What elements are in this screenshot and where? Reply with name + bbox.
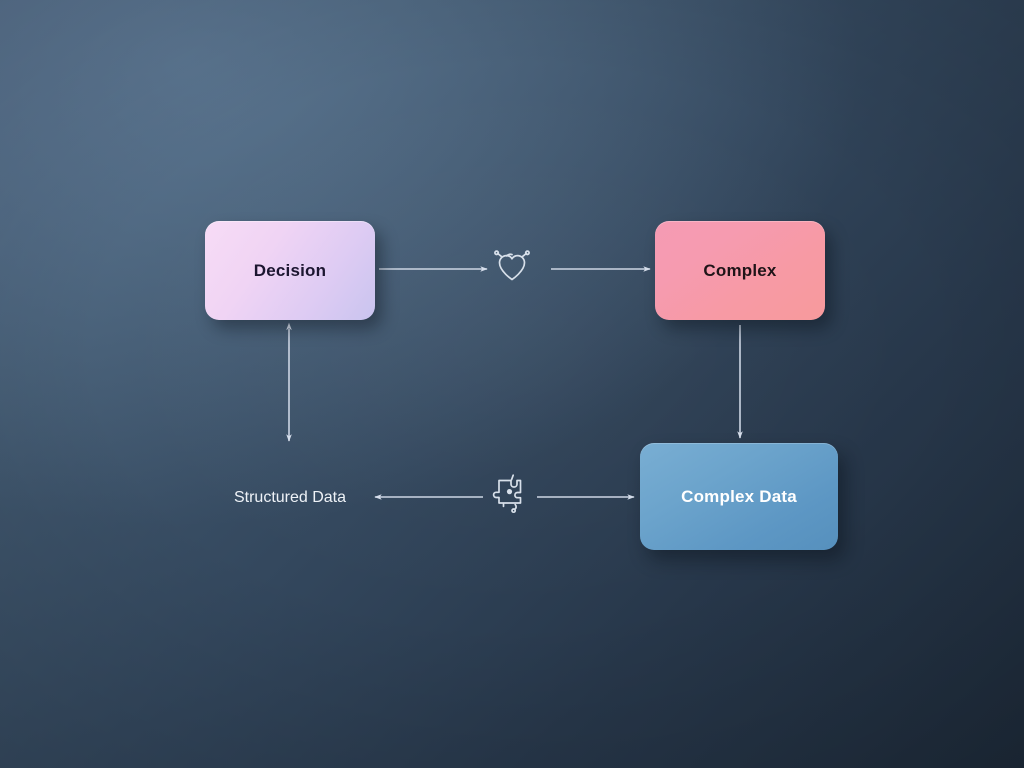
node-complex[interactable]: Complex: [655, 221, 825, 320]
node-decision-label: Decision: [253, 260, 327, 280]
heart-icon: [492, 246, 532, 286]
puzzle-piece-icon: [487, 471, 529, 515]
node-decision[interactable]: Decision: [205, 221, 375, 320]
node-complex-data[interactable]: Complex Data: [640, 443, 838, 550]
node-structured-data[interactable]: Structured Data: [225, 486, 355, 510]
node-complex-data-label: Complex Data: [681, 486, 797, 506]
node-structured-data-label: Structured Data: [233, 489, 347, 506]
node-complex-label: Complex: [703, 260, 777, 280]
